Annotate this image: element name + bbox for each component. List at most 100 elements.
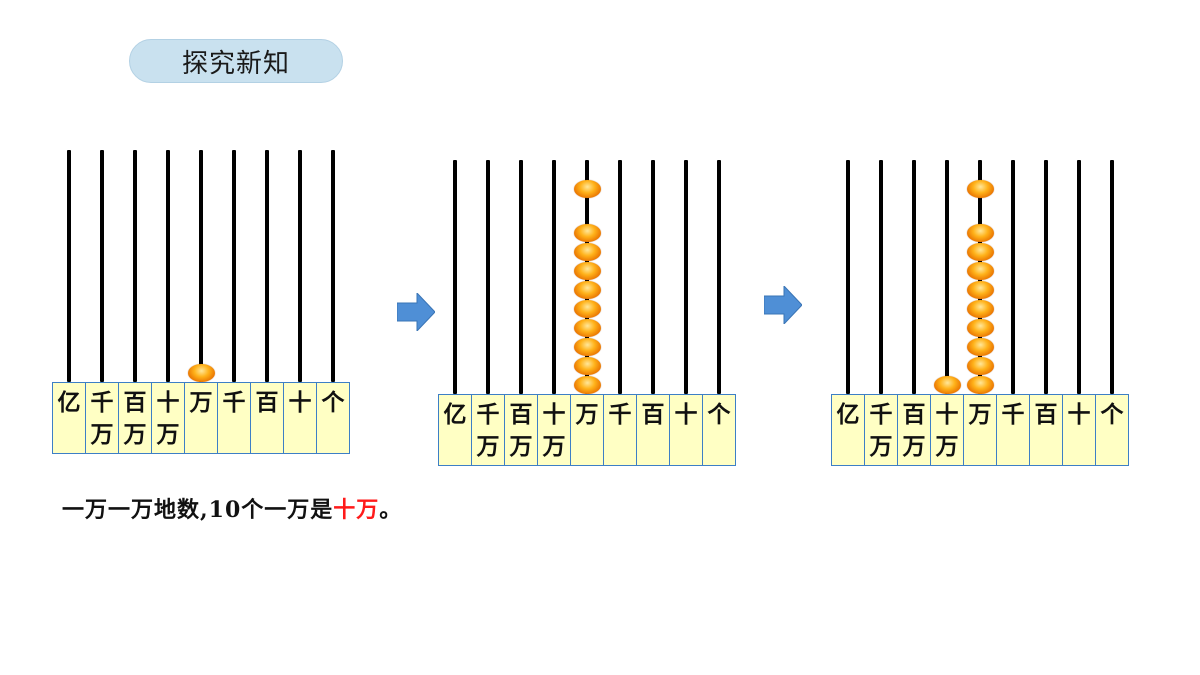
- place-value-cell: 十万: [537, 394, 571, 466]
- abacus-bead: [966, 224, 994, 242]
- abacus-rod: [1044, 160, 1048, 394]
- place-value-cell: 十: [1062, 394, 1096, 466]
- place-value-cell: 万: [184, 382, 218, 454]
- section-title: 探究新知: [129, 39, 343, 83]
- abacus-bead: [187, 364, 215, 382]
- abacus-bead: [573, 180, 601, 198]
- abacus-rod: [519, 160, 523, 394]
- abacus-rod: [717, 160, 721, 394]
- place-value-label: 千: [90, 389, 114, 416]
- abacus-rod: [912, 160, 916, 394]
- place-value-cell: 千万: [85, 382, 119, 454]
- abacus-showing-one-hundred-thousand: 亿千万百万十万万千百十个: [831, 160, 1141, 466]
- place-value-labels: 亿千万百万十万万千百十个: [438, 394, 736, 466]
- place-value-label-line2: 万: [156, 421, 180, 448]
- place-value-label-line2: 万: [542, 433, 566, 460]
- abacus-bead: [573, 319, 601, 337]
- conclusion-text: 一万一万地数,10个一万是十万。: [62, 492, 402, 524]
- place-value-label: 千: [476, 401, 500, 428]
- place-value-label: 万: [575, 401, 599, 428]
- abacus-bead: [966, 281, 994, 299]
- abacus-rod: [67, 150, 71, 382]
- abacus-rod: [331, 150, 335, 382]
- abacus-rod: [684, 160, 688, 394]
- place-value-label: 个: [321, 389, 345, 416]
- abacus-bead: [573, 243, 601, 261]
- place-value-label: 亿: [836, 401, 860, 428]
- conclusion-text-part2: 。: [379, 497, 403, 523]
- place-value-label: 万: [189, 389, 213, 416]
- abacus-bead: [573, 281, 601, 299]
- place-value-cell: 个: [316, 382, 350, 454]
- place-value-label-line2: 万: [476, 433, 500, 460]
- abacus-bead: [966, 243, 994, 261]
- place-value-label: 十: [288, 389, 312, 416]
- abacus-rod: [846, 160, 850, 394]
- place-value-label: 十: [1067, 401, 1091, 428]
- place-value-labels: 亿千万百万十万万千百十个: [52, 382, 350, 454]
- abacus-bead: [573, 376, 601, 394]
- abacus-bead: [573, 224, 601, 242]
- place-value-label-line2: 万: [123, 421, 147, 448]
- abacus-bead: [966, 262, 994, 280]
- place-value-label: 个: [1100, 401, 1124, 428]
- place-value-label: 十: [674, 401, 698, 428]
- abacus-bead: [966, 180, 994, 198]
- abacus-rod: [1077, 160, 1081, 394]
- place-value-cell: 亿: [831, 394, 865, 466]
- place-value-cell: 十: [283, 382, 317, 454]
- conclusion-highlight: 十万: [333, 497, 380, 523]
- abacus-bead: [573, 300, 601, 318]
- abacus-rod: [100, 150, 104, 382]
- place-value-label: 十: [156, 389, 180, 416]
- conclusion-text-part1: 一万一万地数,10个一万是: [62, 497, 334, 523]
- abacus-rod: [1011, 160, 1015, 394]
- place-value-cell: 亿: [438, 394, 472, 466]
- place-value-cell: 个: [702, 394, 736, 466]
- place-value-label: 百: [1034, 401, 1058, 428]
- abacus-rod: [1110, 160, 1114, 394]
- place-value-label-line2: 万: [90, 421, 114, 448]
- abacus-rod: [133, 150, 137, 382]
- place-value-cell: 十: [669, 394, 703, 466]
- place-value-label: 千: [1001, 401, 1025, 428]
- place-value-label: 百: [255, 389, 279, 416]
- abacus-bead: [966, 376, 994, 394]
- place-value-label-line2: 万: [935, 433, 959, 460]
- place-value-label: 千: [222, 389, 246, 416]
- abacus-bead: [966, 319, 994, 337]
- abacus-rod: [945, 160, 949, 394]
- place-value-label-line2: 万: [902, 433, 926, 460]
- abacus-rod: [232, 150, 236, 382]
- abacus-rod: [618, 160, 622, 394]
- place-value-cell: 百: [636, 394, 670, 466]
- abacus-counting-one-ten-thousand: 亿千万百万十万万千百十个: [52, 150, 362, 456]
- abacus-rod: [166, 150, 170, 382]
- place-value-cell: 百万: [897, 394, 931, 466]
- place-value-label: 百: [902, 401, 926, 428]
- place-value-labels: 亿千万百万十万万千百十个: [831, 394, 1129, 466]
- place-value-label: 个: [707, 401, 731, 428]
- place-value-label: 十: [542, 401, 566, 428]
- place-value-label: 亿: [443, 401, 467, 428]
- place-value-label: 百: [641, 401, 665, 428]
- place-value-cell: 万: [963, 394, 997, 466]
- abacus-rod: [552, 160, 556, 394]
- place-value-cell: 千万: [471, 394, 505, 466]
- place-value-label: 千: [608, 401, 632, 428]
- abacus-rod: [265, 150, 269, 382]
- place-value-cell: 百: [250, 382, 284, 454]
- place-value-cell: 千万: [864, 394, 898, 466]
- abacus-bead: [966, 338, 994, 356]
- abacus-bead: [573, 262, 601, 280]
- place-value-cell: 千: [217, 382, 251, 454]
- place-value-label: 十: [935, 401, 959, 428]
- place-value-label-line2: 万: [869, 433, 893, 460]
- abacus-bead: [573, 357, 601, 375]
- place-value-cell: 十万: [151, 382, 185, 454]
- place-value-cell: 万: [570, 394, 604, 466]
- place-value-cell: 个: [1095, 394, 1129, 466]
- abacus-bead: [966, 357, 994, 375]
- place-value-label: 千: [869, 401, 893, 428]
- place-value-cell: 千: [996, 394, 1030, 466]
